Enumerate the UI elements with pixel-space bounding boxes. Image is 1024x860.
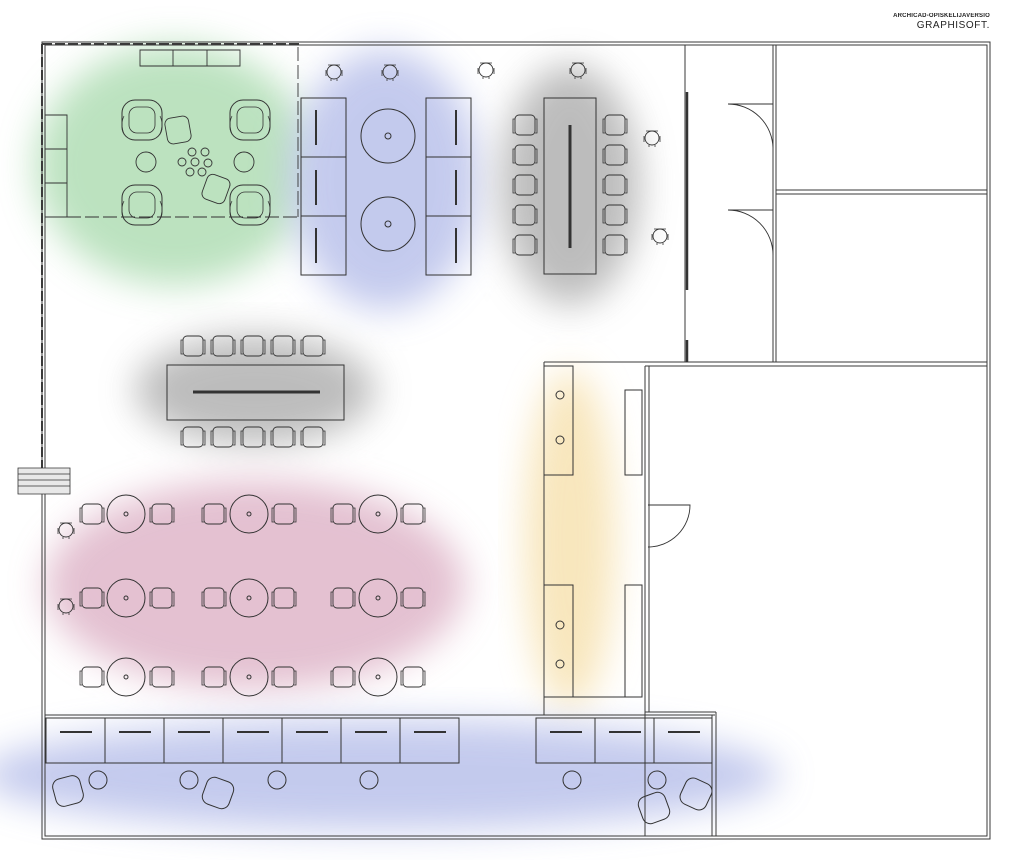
cafe-row-1 — [79, 495, 426, 533]
zone-window-work — [0, 720, 780, 830]
standing-counter — [544, 366, 642, 697]
cafe-tables — [57, 495, 426, 696]
watermark: ARCHICAD-OPISKELIJAVERSIO GRAPHISOFT. — [893, 13, 990, 31]
cafe-row-3 — [79, 658, 426, 696]
zone-cafe — [45, 480, 465, 690]
doors — [648, 104, 773, 547]
lounge-area — [45, 47, 300, 226]
zone-meeting-middle — [135, 335, 375, 445]
meeting-table-upper — [512, 98, 628, 274]
graphisoft-logo: GRAPHISOFT. — [916, 20, 990, 31]
zone-desk-cluster — [290, 50, 480, 310]
zone-counter — [525, 370, 615, 710]
radiator — [18, 468, 70, 494]
watermark-line-1: ARCHICAD-OPISKELIJAVERSIO — [893, 13, 990, 19]
meeting-table-middle — [167, 335, 344, 448]
walls — [42, 42, 990, 839]
desk-cluster — [301, 62, 669, 275]
window-workstations — [46, 718, 715, 826]
cafe-row-2 — [79, 579, 426, 617]
zone-lounge — [35, 45, 315, 285]
